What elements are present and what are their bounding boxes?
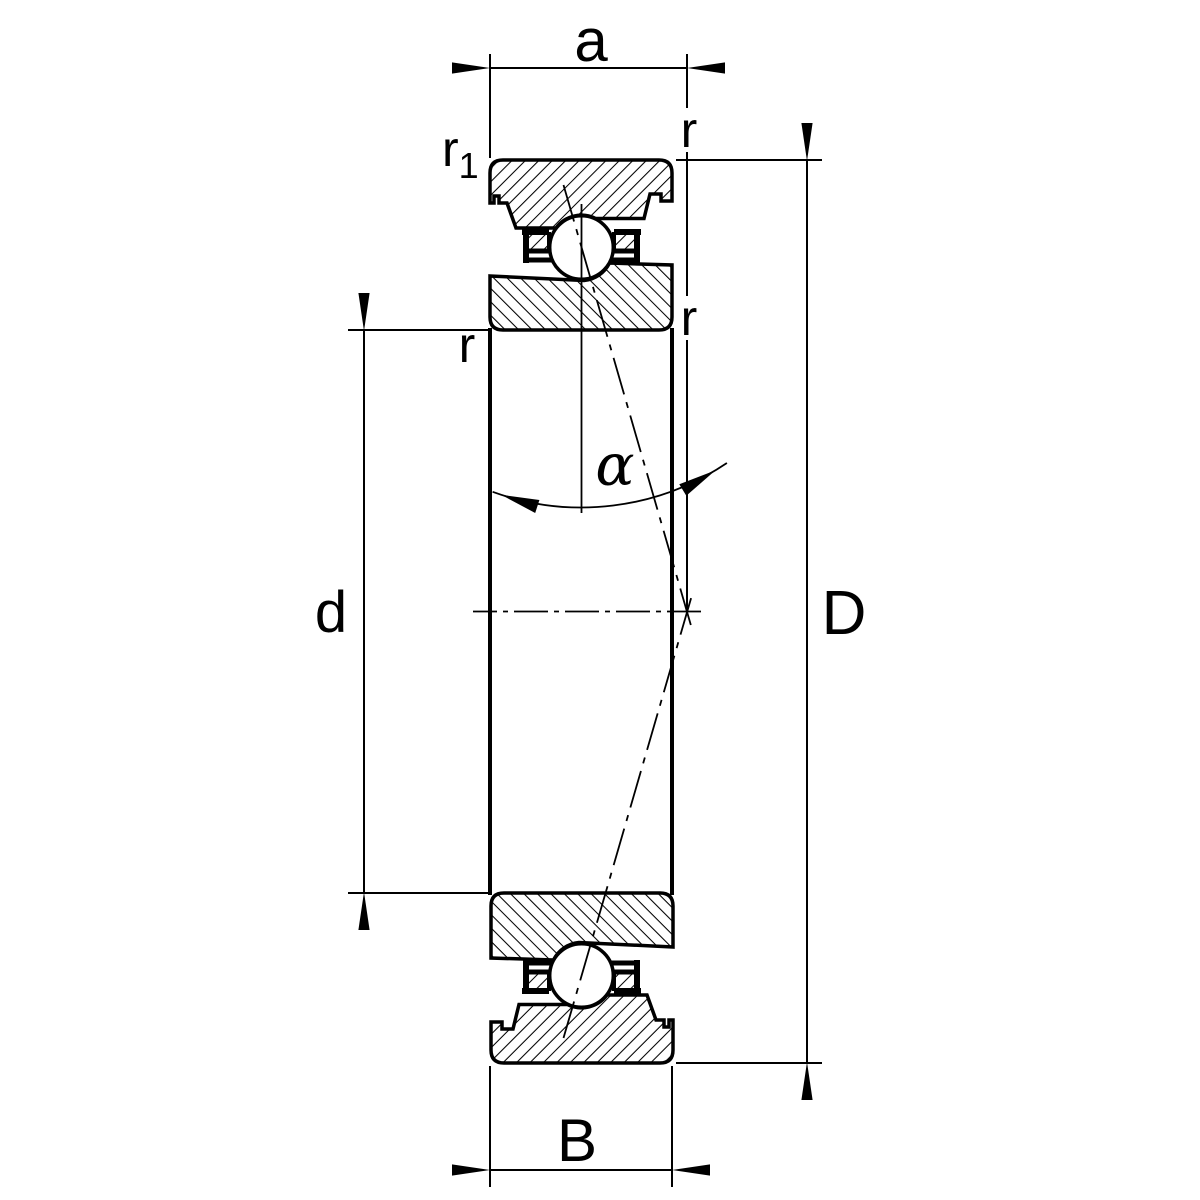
label-halo (675, 108, 703, 152)
dimension-d (348, 293, 490, 930)
label-r-top-right: r (681, 102, 698, 158)
dimension-D (676, 123, 822, 1100)
label-dim-a: a (574, 7, 608, 74)
contact-angle-annotation (473, 184, 728, 1039)
alpha-arc-arrowhead-right (679, 470, 716, 496)
alpha-arc-arrowhead-left (501, 494, 540, 513)
label-r1: r1 (442, 121, 479, 186)
bottom-bearing-section (491, 893, 673, 1063)
dimension-B (452, 1066, 710, 1187)
contact-line-upper (562, 184, 693, 630)
label-halo (675, 296, 703, 340)
label-dim-D: D (822, 579, 867, 648)
dimension-a (452, 54, 725, 612)
label-r-bore-left: r (459, 317, 476, 373)
label-alpha: α (595, 431, 634, 499)
label-dim-d: d (315, 580, 347, 645)
label-r-mid-right: r (681, 290, 698, 346)
contact-line-lower (562, 594, 693, 1039)
label-dim-B: B (557, 1107, 597, 1174)
